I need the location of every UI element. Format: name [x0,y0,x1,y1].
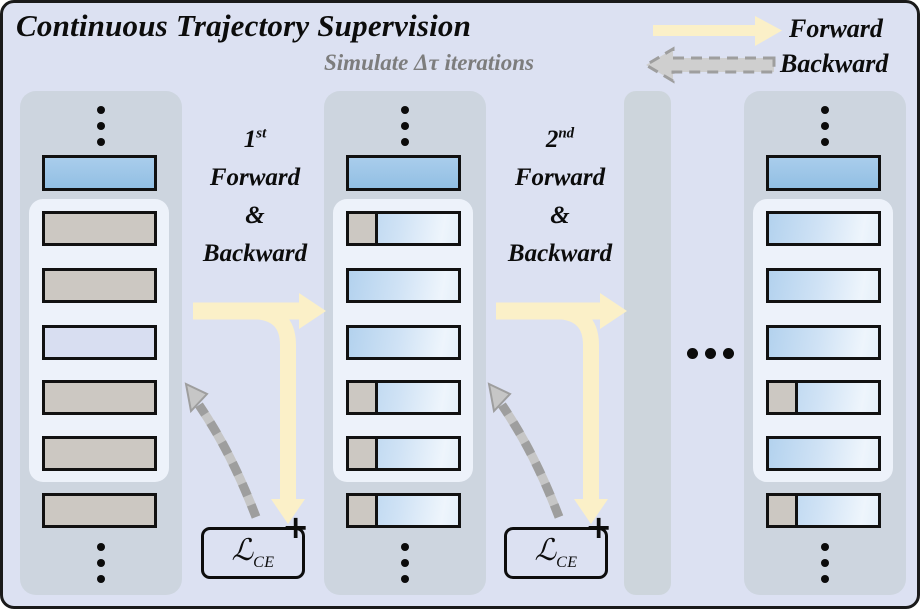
iteration-1-backward-word: Backward [202,240,308,268]
truncated-column-strip [624,91,671,595]
loss-symbol: ℒCE [231,533,275,571]
backward-arrow-1-icon [184,382,261,519]
vertical-ellipsis-icon [744,543,906,583]
layer-bar [766,268,881,303]
horizontal-ellipsis-icon [687,348,734,359]
forward-arrow-icon [653,16,782,46]
layer-bar [42,436,157,471]
layer-bar [346,211,461,246]
layer-bar [766,436,881,471]
loss-symbol: ℒCE [534,533,578,571]
iteration-1-ordinal: 1st [243,126,267,154]
layer-stack-final [744,91,906,595]
loss-box-2: ℒCE + [504,511,612,579]
layer-bar-top [346,155,461,191]
layer-bar [42,325,157,360]
layer-bar-top [766,155,881,191]
iteration-2-ampersand: & [550,202,570,230]
iteration-1-label: 1st Forward & Backward [185,115,325,273]
loss-box-1: ℒCE + [201,511,309,579]
layer-bar [42,380,157,415]
iteration-1-forward-word: Forward [209,164,301,192]
layer-bar [42,211,157,246]
layer-bar [766,325,881,360]
backward-arrow-icon [643,46,776,84]
layer-bar-outside [766,493,881,528]
layer-bar [42,268,157,303]
figure-title: Continuous Trajectory Supervision [16,8,472,43]
layer-bar [346,325,461,360]
layer-stack-initial [20,91,182,595]
vertical-ellipsis-icon [324,106,486,146]
iteration-2-backward-word: Backward [507,240,613,268]
layer-bar-outside [42,493,157,528]
layer-bar [346,380,461,415]
legend-forward-label: Forward [789,14,883,43]
vertical-ellipsis-icon [20,106,182,146]
layer-bar-top [42,155,157,191]
layer-bar [766,211,881,246]
layer-bar [766,380,881,415]
layer-bar-outside [346,493,461,528]
vertical-ellipsis-icon [324,543,486,583]
simulate-iterations-caption: Simulate Δτ iterations [324,50,534,75]
iteration-2-forward-word: Forward [514,164,606,192]
loss-plus-sign: + [585,508,612,546]
forward-arrow-2-icon [496,293,627,524]
vertical-ellipsis-icon [744,106,906,146]
forward-arrow-1-icon [193,293,326,524]
iteration-2-label: 2nd Forward & Backward [490,115,630,273]
iteration-1-ampersand: & [245,202,265,230]
backward-arrow-2-icon [487,382,564,519]
layer-stack-after-1st [324,91,486,595]
iteration-2-ordinal: 2nd [545,126,575,154]
vertical-ellipsis-icon [20,543,182,583]
layer-bar [346,436,461,471]
legend-backward-label: Backward [780,49,889,78]
layer-bar [346,268,461,303]
loss-plus-sign: + [282,508,309,546]
